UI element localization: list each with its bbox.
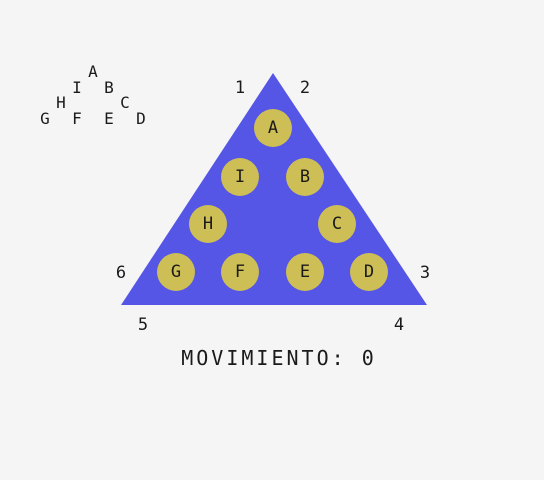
legend-letter-h: H — [56, 93, 66, 112]
legend-key: A B C D E F G H I — [40, 62, 146, 128]
peg-a-label: A — [268, 118, 278, 138]
corner-number-5: 5 — [138, 315, 148, 335]
peg-d-label: D — [364, 262, 374, 282]
peg-a[interactable]: A — [254, 109, 292, 147]
legend-letter-e: E — [104, 109, 114, 128]
peg-i-label: I — [235, 167, 245, 187]
legend-letter-g: G — [40, 109, 50, 128]
peg-b[interactable]: B — [286, 158, 324, 196]
triangle-board — [121, 73, 427, 305]
corner-number-2: 2 — [300, 78, 310, 98]
legend-letter-f: F — [72, 109, 82, 128]
corner-number-6: 6 — [116, 263, 126, 283]
move-counter: MOVIMIENTO: 0 — [0, 346, 544, 370]
peg-e-label: E — [300, 262, 310, 282]
move-counter-value: 0 — [361, 346, 377, 370]
legend-letter-b: B — [104, 78, 114, 97]
peg-e[interactable]: E — [286, 253, 324, 291]
corner-numbers: 1 2 3 4 5 6 — [116, 78, 430, 335]
peg-b-label: B — [300, 167, 310, 187]
peg-g-label: G — [171, 262, 181, 282]
legend-letter-i: I — [72, 78, 82, 97]
peg-f-label: F — [235, 262, 245, 282]
corner-number-3: 3 — [420, 263, 430, 283]
peg-g[interactable]: G — [157, 253, 195, 291]
peg-i[interactable]: I — [221, 158, 259, 196]
corner-number-1: 1 — [235, 78, 245, 98]
peg-h[interactable]: H — [189, 205, 227, 243]
peg-f[interactable]: F — [221, 253, 259, 291]
corner-number-4: 4 — [394, 315, 404, 335]
peg-c[interactable]: C — [318, 205, 356, 243]
peg-h-label: H — [203, 214, 213, 234]
legend-letter-d: D — [136, 109, 146, 128]
peg-c-label: C — [332, 214, 342, 234]
move-counter-label: MOVIMIENTO: — [181, 346, 347, 370]
legend-letter-c: C — [120, 93, 130, 112]
legend-letter-a: A — [88, 62, 98, 81]
peg-d[interactable]: D — [350, 253, 388, 291]
